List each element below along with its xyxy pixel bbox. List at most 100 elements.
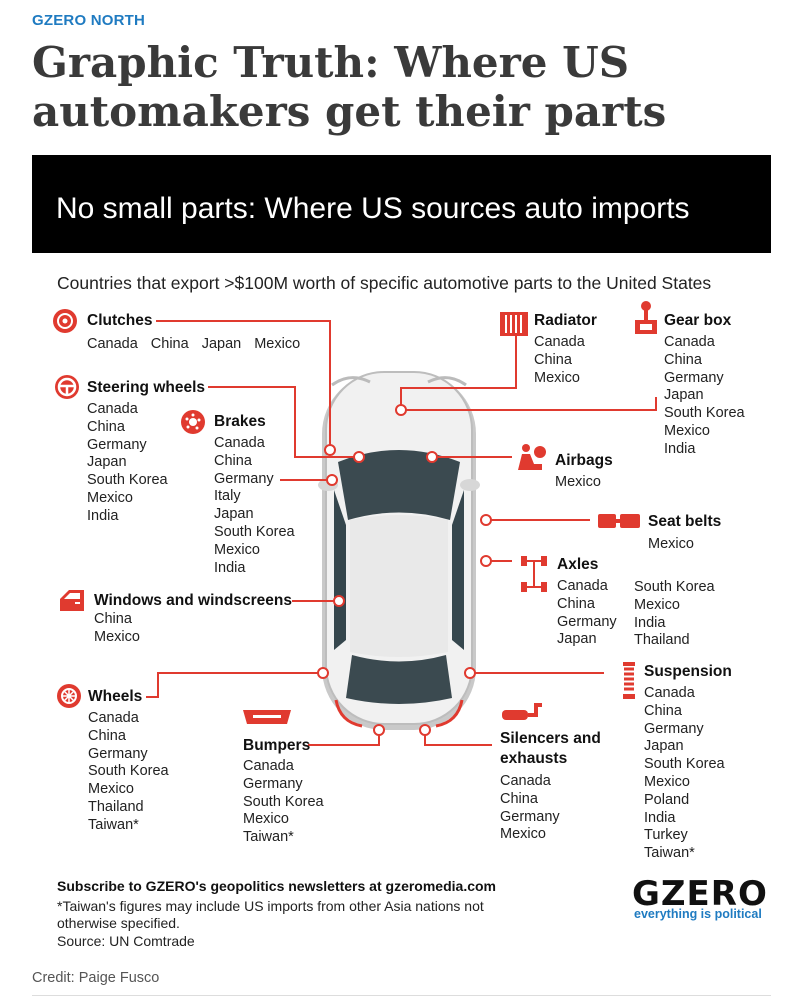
country: Germany <box>644 720 704 737</box>
logo-tagline: everything is political <box>634 907 762 921</box>
country: Canada <box>500 773 551 789</box>
country: China <box>87 418 125 435</box>
gzero-logo[interactable]: GZERO <box>632 874 768 914</box>
country: South Korea <box>644 756 725 773</box>
country: South Korea <box>87 472 168 489</box>
brake-icon <box>180 409 206 435</box>
country: India <box>634 614 666 631</box>
silencers-label-text: Silencers and exhausts <box>500 730 601 767</box>
windows-countries: China Mexico <box>94 611 140 647</box>
country: Thailand <box>88 798 144 815</box>
country: Japan <box>201 336 242 352</box>
bumpers-label: Bumpers <box>243 737 311 754</box>
banner-title: No small parts: Where US sources auto im… <box>56 192 690 225</box>
country: Mexico <box>634 596 680 613</box>
car-illustration <box>318 371 480 730</box>
axles-countries-2: South Korea Mexico India Thailand <box>634 579 715 650</box>
country: South Korea <box>634 579 715 595</box>
seatbelts-label: Seat belts <box>648 513 722 530</box>
country: Germany <box>557 613 617 630</box>
gearbox-countries: Canada China Germany Japan South Korea M… <box>664 334 745 459</box>
gear-shift-icon <box>632 300 660 336</box>
subtitle: Countries that export >$100M worth of sp… <box>57 273 712 293</box>
country: Turkey <box>644 827 688 844</box>
connector-dots <box>317 404 492 736</box>
windows-label: Windows and windscreens <box>94 592 292 609</box>
brakes-countries: Canada China Germany Italy Japan South K… <box>214 435 295 577</box>
country: Mexico <box>88 781 134 798</box>
country: Taiwan* <box>243 829 294 846</box>
country: Mexico <box>214 541 260 558</box>
country: Mexico <box>254 336 301 352</box>
country: Taiwan* <box>88 816 139 833</box>
airbags-label: Airbags <box>555 452 613 469</box>
radiator-label: Radiator <box>534 312 597 329</box>
country: India <box>664 440 696 457</box>
axles-label: Axles <box>557 556 599 573</box>
country: Canada <box>87 336 138 352</box>
country: Canada <box>88 710 139 726</box>
airbags-countries: Mexico <box>555 474 601 492</box>
country: Mexico <box>664 422 710 439</box>
country: Mexico <box>500 826 546 843</box>
radiator-countries: Canada China Mexico <box>534 334 585 387</box>
seat-belt-icon <box>596 511 642 531</box>
country: Canada <box>534 334 585 350</box>
country: Canada <box>87 401 138 417</box>
airbag-icon <box>514 440 548 474</box>
country: Canada <box>214 435 265 451</box>
seatbelts-countries: Mexico <box>648 536 694 554</box>
credit: Credit: Paige Fusco <box>32 970 160 986</box>
wheels-countries: Canada China Germany South Korea Mexico … <box>88 710 169 835</box>
country: South Korea <box>214 523 295 540</box>
country: India <box>644 809 676 826</box>
suspension-label: Suspension <box>644 663 732 680</box>
wheels-label: Wheels <box>88 688 143 705</box>
country: Germany <box>214 470 274 487</box>
silencers-countries: Canada China Germany Mexico <box>500 773 560 844</box>
country: Japan <box>557 631 597 648</box>
bumper-icon <box>241 707 293 727</box>
country: Mexico <box>644 773 690 790</box>
kicker[interactable]: GZERO NORTH <box>32 12 146 29</box>
country: China <box>150 336 189 352</box>
headline: Graphic Truth: Where US automakers get t… <box>32 38 667 136</box>
country: Canada <box>243 758 294 774</box>
silencers-label: Silencers and exhausts <box>500 729 610 769</box>
clutches-label: Clutches <box>87 312 153 329</box>
country: China <box>94 611 132 627</box>
country: Mexico <box>534 369 580 386</box>
country: China <box>557 595 595 612</box>
radiator-icon <box>498 309 530 339</box>
country: China <box>534 351 572 368</box>
country: South Korea <box>664 405 745 422</box>
country: China <box>664 351 702 368</box>
country: Germany <box>87 436 147 453</box>
country: Mexico <box>555 474 601 490</box>
country: Germany <box>243 775 303 792</box>
country: Mexico <box>243 811 289 828</box>
country: Japan <box>214 506 254 523</box>
suspension-countries: Canada China Germany Japan South Korea M… <box>644 685 725 863</box>
country: Germany <box>664 369 724 386</box>
brakes-label: Brakes <box>214 413 266 430</box>
country: Canada <box>644 685 695 701</box>
steering-label: Steering wheels <box>87 379 206 396</box>
axles-countries: Canada China Germany Japan <box>557 578 617 649</box>
country: China <box>88 727 126 744</box>
country: India <box>87 507 119 524</box>
country: Poland <box>644 791 690 808</box>
country: Germany <box>88 745 148 762</box>
steering-countries: Canada China Germany Japan South Korea M… <box>87 401 168 526</box>
country: Japan <box>644 738 684 755</box>
gearbox-label: Gear box <box>664 312 732 329</box>
subscribe-link[interactable]: Subscribe to GZERO's geopolitics newslet… <box>57 878 496 894</box>
country: Mexico <box>94 628 140 645</box>
clutches-countries: Canada China Japan Mexico <box>87 336 313 354</box>
steering-wheel-icon <box>54 374 80 400</box>
divider <box>32 995 771 996</box>
wheel-icon <box>56 683 82 709</box>
country: Mexico <box>648 536 694 552</box>
country: Taiwan* <box>644 845 695 862</box>
